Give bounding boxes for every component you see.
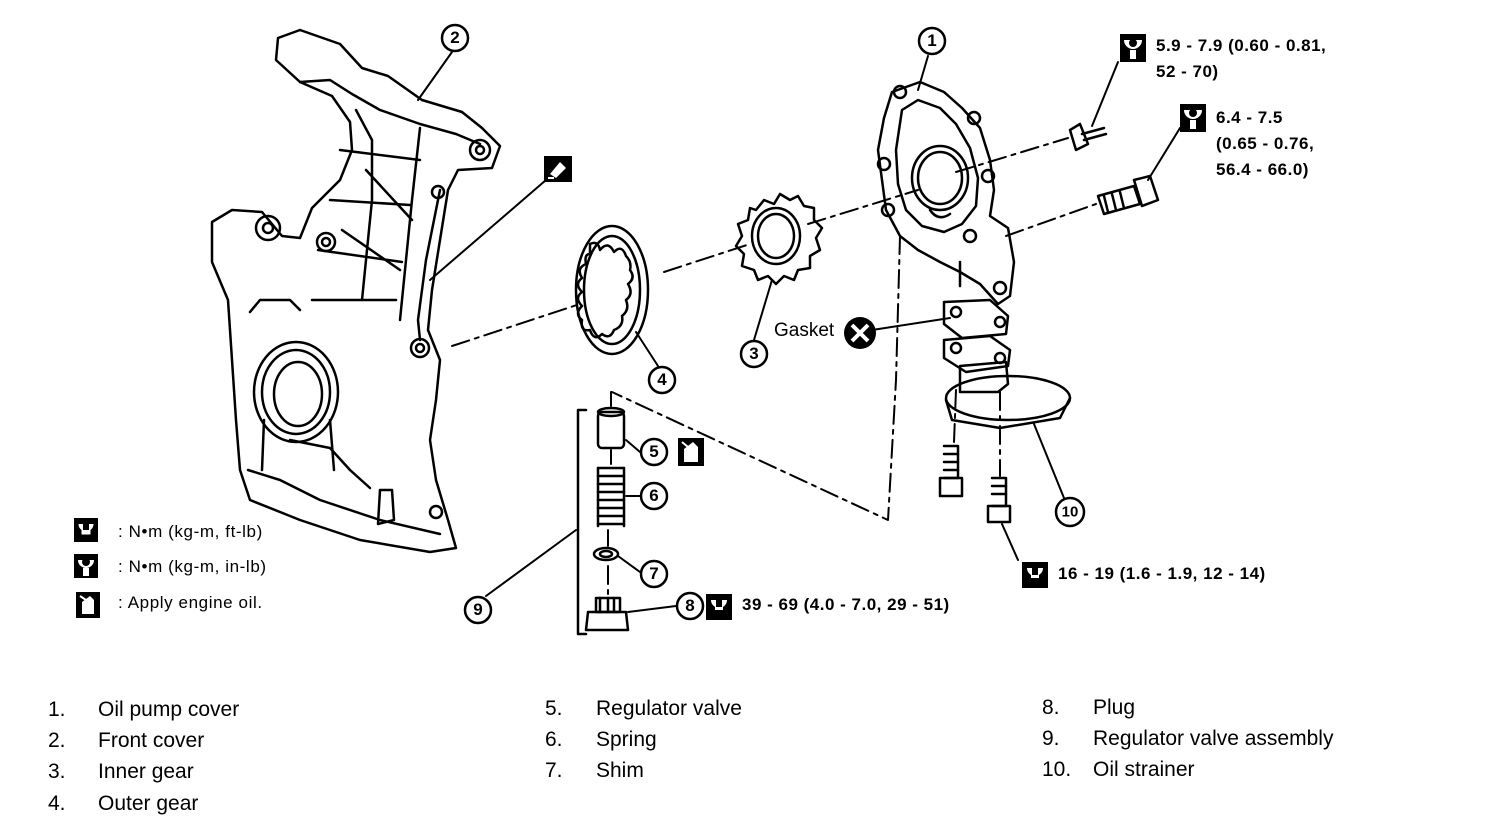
callout-10: 10 [1061, 503, 1079, 521]
torque-spec-2-line3: 56.4 - 66.0) [1216, 160, 1309, 179]
torque-spec-2-line1: 6.4 - 7.5 [1216, 108, 1283, 127]
callout-1: 1 [927, 31, 937, 50]
torque-in-lb-icon-1 [1120, 34, 1146, 62]
callout-5: 5 [649, 442, 659, 461]
part-2-num: 2. [48, 729, 66, 752]
torque-spec-1: 5.9 - 7.9 (0.60 - 0.81, 52 - 70) [1156, 33, 1326, 85]
callout-9: 9 [473, 600, 483, 619]
part-5-label: Regulator valve [596, 697, 742, 720]
part-4-label: Outer gear [98, 792, 199, 815]
torque-in-lb-icon-2 [1180, 104, 1206, 132]
leader-lines [417, 51, 1181, 613]
part-1-num: 1. [48, 698, 66, 721]
part-6-num: 6. [545, 728, 563, 751]
replace-gasket-icon [844, 317, 876, 349]
part-3-label: Inner gear [98, 760, 194, 783]
part-9-num: 9. [1042, 727, 1060, 750]
torque-spec-4: 39 - 69 (4.0 - 7.0, 29 - 51) [742, 595, 950, 614]
gasket-label: Gasket [774, 320, 835, 341]
legend-apply-oil: : Apply engine oil. [118, 593, 263, 612]
center-lines [451, 137, 1097, 595]
callout-3: 3 [749, 344, 759, 363]
torque-spec-1-line2: 52 - 70) [1156, 62, 1219, 81]
part-9-label: Regulator valve assembly [1093, 727, 1334, 750]
part-8-label: Plug [1093, 696, 1136, 719]
callout-8: 8 [685, 596, 695, 615]
torque-ft-lb-icon-3 [1022, 562, 1048, 588]
part-7-num: 7. [545, 759, 563, 782]
torque-ft-lb-icon-4 [706, 594, 732, 620]
callout-7: 7 [649, 564, 659, 583]
part-3-num: 3. [48, 760, 66, 783]
callout-4: 4 [657, 370, 667, 389]
part-10-label: Oil strainer [1093, 758, 1195, 781]
part-6-label: Spring [596, 728, 657, 751]
part-7-label: Shim [596, 759, 644, 782]
bolt-drawings [938, 122, 1160, 524]
apply-oil-icon-valve [678, 438, 704, 466]
part-5-num: 5. [545, 697, 563, 720]
part-2-label: Front cover [98, 729, 205, 752]
part-8-num: 8. [1042, 696, 1060, 719]
legend-in-lb: : N•m (kg-m, in-lb) [118, 557, 267, 576]
callout-6: 6 [649, 486, 659, 505]
legend-ft-lb: : N•m (kg-m, ft-lb) [118, 522, 263, 541]
gasket-drawing [942, 298, 1012, 374]
torque-spec-2-line2: (0.65 - 0.76, [1216, 134, 1315, 153]
torque-ft-lb-icon [74, 518, 98, 542]
torque-in-lb-icon [74, 554, 98, 578]
callout-2: 2 [450, 28, 460, 47]
part-1-label: Oil pump cover [98, 698, 240, 721]
symbols [74, 34, 1206, 620]
part-4-num: 4. [48, 792, 66, 815]
regulator-valve-assembly-drawing [576, 406, 630, 636]
outer-gear-drawing [574, 224, 650, 356]
callout-circles [440, 23, 1086, 625]
inner-gear-drawing [734, 192, 824, 286]
torque-spec-3: 16 - 19 (1.6 - 1.9, 12 - 14) [1058, 564, 1266, 583]
front-cover-drawing [210, 28, 502, 554]
part-10-num: 10. [1042, 758, 1072, 781]
sealant-icon [544, 156, 572, 182]
torque-spec-1-line1: 5.9 - 7.9 (0.60 - 0.81, [1156, 36, 1327, 55]
torque-spec-2: 6.4 - 7.5 (0.65 - 0.76, 56.4 - 66.0) [1216, 105, 1314, 183]
oil-pump-cover-drawing [876, 80, 1016, 306]
apply-oil-icon [76, 592, 100, 618]
